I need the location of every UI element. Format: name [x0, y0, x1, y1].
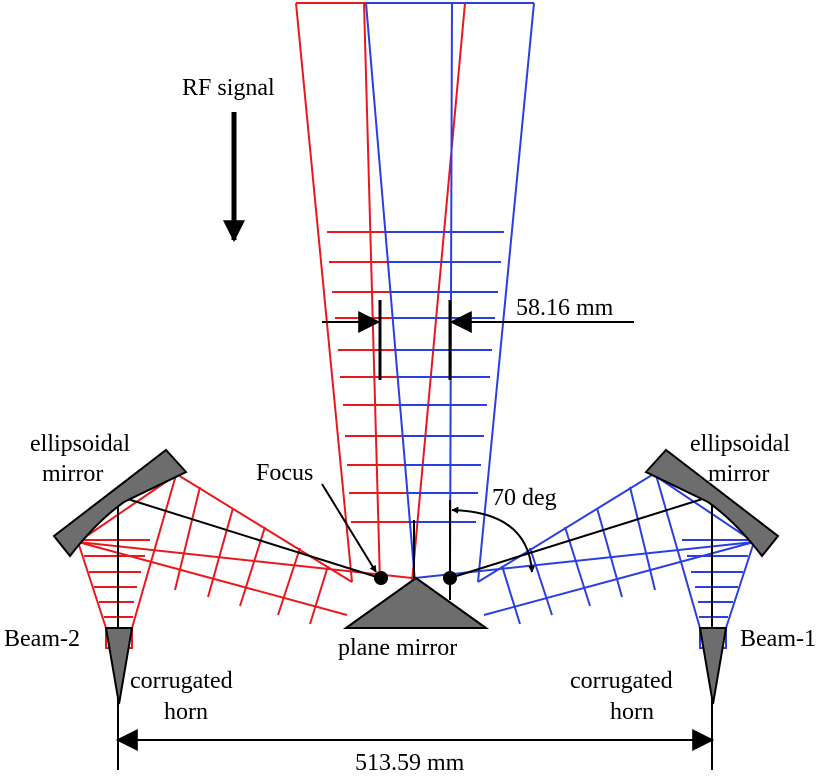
right-horn-label-line2: horn: [610, 699, 654, 725]
right-ellipsoidal-mirror: [644, 448, 780, 558]
bottom-dimension-label: 513.59 mm: [355, 750, 465, 776]
left-mirror-label-line1: ellipsoidal: [30, 431, 130, 457]
left-horn-label-line2: horn: [164, 699, 208, 725]
beam-2-diagonal-section: [77, 474, 413, 625]
beam-1-vertical-section: [365, 2, 535, 583]
beam-2-label: Beam-2: [4, 626, 80, 652]
beam-1-horn-funnel: [655, 474, 755, 649]
angle-arc: [451, 506, 536, 573]
left-corrugated-horn: [104, 627, 134, 705]
focus-point-left: [374, 571, 388, 585]
focus-label: Focus: [256, 460, 313, 486]
right-mirror-label-line1: ellipsoidal: [690, 431, 790, 457]
top-dimension-label: 58.16 mm: [516, 295, 614, 321]
focus-leader: [321, 483, 377, 573]
beam-1-label: Beam-1: [740, 626, 816, 652]
right-horn-label-line1: corrugated: [570, 668, 673, 694]
plane-mirror: [342, 576, 490, 629]
angle-label: 70 deg: [492, 485, 557, 511]
right-corrugated-horn: [698, 627, 728, 705]
left-horn-label-line1: corrugated: [130, 668, 233, 694]
right-mirror-label-line2: mirror: [708, 461, 769, 487]
left-mirror-label-line2: mirror: [42, 461, 103, 487]
focus-point-right: [443, 571, 457, 585]
left-ellipsoidal-mirror: [52, 448, 188, 558]
rf-signal-label: RF signal: [182, 75, 275, 101]
plane-mirror-label: plane mirror: [338, 635, 457, 661]
